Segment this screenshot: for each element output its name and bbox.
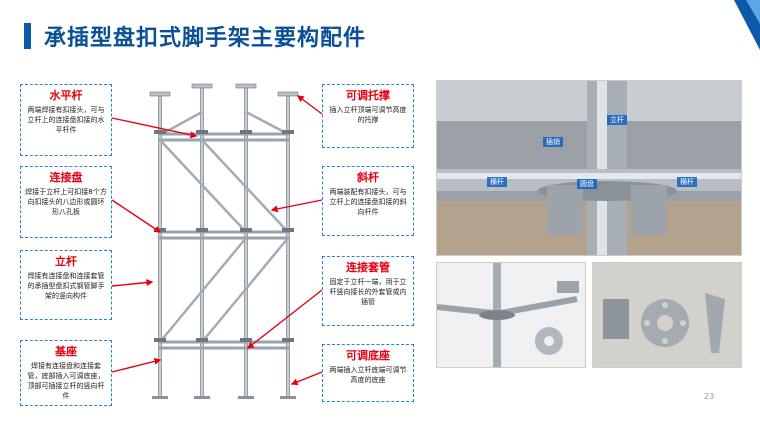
callout-desc: 焊接有连接盘和连接套管，底部插入可调底座，顶部可插接立杆的竖向杆件 (27, 362, 105, 400)
parts-photo (436, 262, 586, 368)
disk-photo (592, 262, 742, 368)
joint-photo-image (437, 81, 741, 255)
callout-title: 连接套管 (346, 261, 390, 274)
callout-desc: 两端装配有扣接头，可与立杆上的连接盘扣接的斜向杆件 (329, 188, 407, 216)
callout-horizontal-bar: 水平杆 两端焊接有扣接头，可与立杆上的连接盘扣接的水平杆件 (20, 84, 112, 156)
callout-sleeve: 连接套管 固定于立杆一端，用于立杆竖向接长的外套管或内插管 (322, 256, 414, 326)
parts-photo-image (437, 263, 585, 367)
callout-title: 水平杆 (49, 89, 83, 102)
callout-desc: 焊接于立杆上可扣接8个方向扣接头的八边形或圆环形八孔板 (25, 188, 107, 216)
callout-title: 基座 (55, 345, 77, 358)
disk-photo-image (593, 263, 741, 367)
callout-adjustable-top: 可调托撑 插入立杆顶端可调节高度的托撑 (322, 84, 414, 148)
page-title: 承插型盘扣式脚手架主要构配件 (44, 26, 367, 51)
page-number: 23 (704, 392, 715, 401)
callout-diagonal-bar: 斜杆 两端装配有扣接头，可与立杆上的连接盘扣接的斜向杆件 (322, 166, 414, 236)
callout-desc: 焊接有连接盘和连接套管的承插型盘扣式钢管脚手架的竖向构件 (27, 272, 105, 300)
callout-desc: 插入立杆顶端可调节高度的托撑 (329, 106, 407, 124)
label-horizontal-left: 横杆 (487, 177, 507, 187)
label-disk: 圆盘 (577, 179, 597, 189)
callout-desc: 两端焊接有扣接头，可与立杆上的连接盘扣接的水平杆件 (27, 106, 105, 134)
callout-title: 可调托撑 (346, 89, 390, 102)
label-pin: 插销 (543, 137, 563, 147)
label-horizontal-right: 横杆 (677, 177, 697, 187)
scaffold-illustration (149, 83, 299, 399)
callout-desc: 固定于立杆一端，用于立杆竖向接长的外套管或内插管 (329, 278, 407, 306)
callout-adjustable-base: 可调底座 两端插入立杆底端可调节高度的底座 (322, 344, 414, 402)
corner-decoration-light (746, 0, 760, 24)
callout-title: 连接盘 (49, 171, 83, 184)
callout-base: 基座 焊接有连接盘和连接套管，底部插入可调底座，顶部可插接立杆的竖向杆件 (20, 340, 112, 406)
callout-title: 立杆 (55, 255, 77, 268)
callout-title: 斜杆 (357, 171, 379, 184)
callout-title: 可调底座 (346, 349, 390, 362)
label-vertical-pole: 立杆 (607, 115, 627, 125)
joint-photo: 立杆 插销 横杆 圆盘 横杆 (436, 80, 742, 256)
callout-connection-disk: 连接盘 焊接于立杆上可扣接8个方向扣接头的八边形或圆环形八孔板 (20, 166, 112, 238)
callout-vertical-pole: 立杆 焊接有连接盘和连接套管的承插型盘扣式钢管脚手架的竖向构件 (20, 250, 112, 320)
callout-desc: 两端插入立杆底端可调节高度的底座 (329, 366, 407, 384)
title-accent-bar (24, 23, 31, 49)
